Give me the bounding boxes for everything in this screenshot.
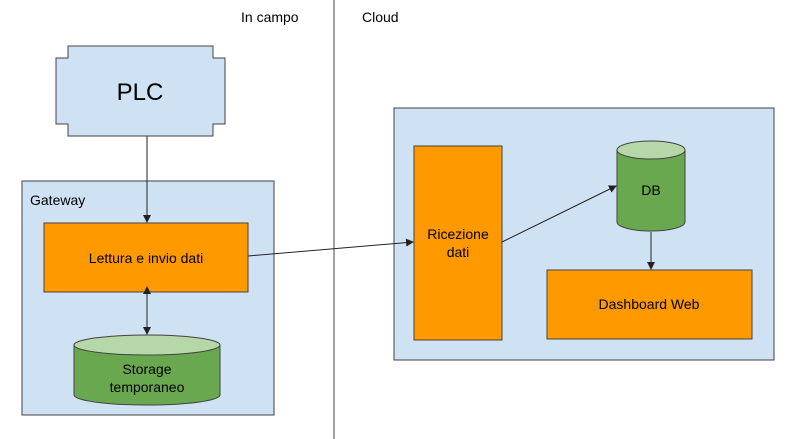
plc-node (55, 45, 226, 137)
plc-label: PLC (117, 79, 164, 106)
arrow-receive-to-db (501, 185, 617, 243)
dashboard-label: Dashboard Web (599, 296, 700, 312)
dashboard-node (546, 269, 753, 340)
db-label: DB (641, 182, 660, 198)
gateway-label: Gateway (30, 192, 85, 208)
zone-label-cloud: Cloud (362, 9, 399, 25)
db-cylinder (616, 150, 686, 232)
storage-label-line2: temporaneo (110, 379, 185, 395)
storage-cylinder (73, 345, 221, 406)
zone-label-field: In campo (241, 9, 299, 25)
db-cylinder-top (616, 140, 686, 160)
receive-label-line2: dati (447, 244, 470, 260)
arrow-read-to-receive (247, 238, 414, 257)
receive-label-line1: Ricezione (427, 226, 489, 242)
storage-cylinder-top (73, 334, 221, 356)
receive-node (413, 145, 503, 341)
storage-label-line1: Storage (122, 361, 171, 377)
read-send-label: Lettura e invio dati (89, 250, 203, 266)
read-send-node (43, 222, 249, 293)
